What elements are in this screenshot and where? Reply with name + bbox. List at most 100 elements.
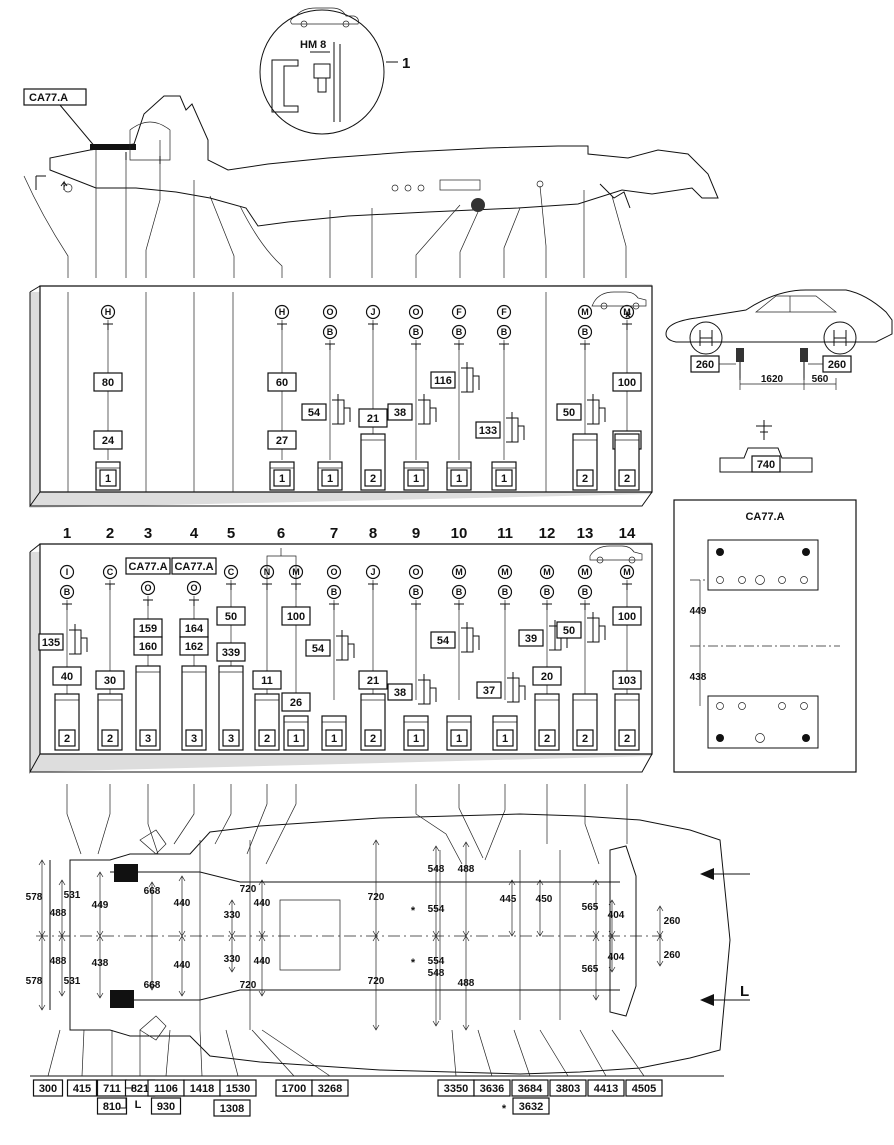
svg-text:I: I — [66, 567, 69, 577]
svg-text:54: 54 — [308, 407, 321, 419]
support-base: 2 — [572, 433, 598, 491]
support-base: 2 — [97, 693, 123, 751]
svg-text:CA77.A: CA77.A — [128, 561, 167, 573]
upper-value-box: 60 — [267, 372, 297, 392]
lower-value-box: 30 — [95, 670, 125, 690]
column-number: 2 — [106, 525, 114, 542]
svg-text:20: 20 — [541, 671, 553, 683]
svg-text:930: 930 — [157, 1101, 175, 1113]
frame-dim-value: 488 — [458, 864, 475, 875]
fixture-letter: B — [451, 584, 467, 600]
support-base: 1 — [492, 715, 518, 751]
side-bracket: 38 — [387, 674, 437, 705]
svg-text:B: B — [501, 327, 508, 337]
callout-detail-1: HM 8 1 — [259, 7, 410, 135]
axis-value: 3268 — [311, 1079, 349, 1097]
side-bracket: 133 — [475, 412, 525, 443]
frame-dim-value: 668 — [144, 886, 161, 897]
axis-value: 4505 — [625, 1079, 663, 1097]
svg-text:2: 2 — [64, 733, 70, 745]
svg-text:24: 24 — [102, 435, 115, 447]
svg-text:2: 2 — [624, 473, 630, 485]
fixture-letter: B — [408, 324, 424, 340]
lower-bench-panel: IB401352C302CA77.AO1591603CA77.AO1641623… — [29, 542, 653, 774]
support-base: 1 — [403, 715, 429, 751]
svg-text:162: 162 — [185, 641, 203, 653]
column-number: 12 — [539, 525, 556, 542]
support-base: 3 — [181, 665, 207, 751]
svg-text:2: 2 — [582, 733, 588, 745]
svg-text:1: 1 — [413, 473, 419, 485]
svg-text:F: F — [456, 307, 462, 317]
car-right-support: 260 — [828, 359, 846, 371]
svg-text:M: M — [623, 307, 631, 317]
svg-text:B: B — [331, 587, 338, 597]
side-bracket: 50 — [556, 394, 606, 425]
frame-dim-value: 531 — [64, 890, 81, 901]
svg-text:133: 133 — [479, 425, 497, 437]
column-number: 6 — [277, 525, 285, 542]
frame-dim-value: 449 — [92, 900, 109, 911]
side-bracket-label: 54 — [430, 631, 456, 649]
upper-panel-asterisk: * — [625, 309, 631, 326]
svg-text:B: B — [456, 587, 463, 597]
svg-text:C: C — [228, 567, 235, 577]
callout-tool-label: HM 8 — [300, 39, 326, 51]
svg-text:M: M — [501, 567, 509, 577]
fixture-letter: B — [322, 324, 338, 340]
column-number: 13 — [577, 525, 594, 542]
svg-text:810: 810 — [103, 1101, 121, 1113]
svg-text:1: 1 — [413, 733, 419, 745]
support-base: 3 — [218, 665, 244, 751]
svg-text:1: 1 — [327, 473, 333, 485]
ca77-dim-upper: 449 — [690, 606, 707, 617]
frame-dim-value: 330 — [224, 954, 241, 965]
side-bracket: 38 — [387, 394, 437, 425]
lower-value-box: 100 — [612, 606, 642, 626]
ca77-panel-title: CA77.A — [745, 511, 784, 523]
svg-text:3636: 3636 — [480, 1083, 504, 1095]
axis-value: 300 — [32, 1079, 64, 1097]
fixture-letter: I — [59, 564, 75, 580]
svg-text:2: 2 — [544, 733, 550, 745]
fixture-letter: O — [408, 564, 424, 580]
svg-text:2: 2 — [624, 733, 630, 745]
svg-text:100: 100 — [287, 611, 305, 623]
svg-text:54: 54 — [437, 635, 450, 647]
support-base: 1 — [317, 461, 343, 491]
axis-value: 1700 — [275, 1079, 313, 1097]
svg-text:B: B — [327, 327, 334, 337]
axis-value: 3350 — [437, 1079, 475, 1097]
lower-value-box: 26 — [281, 692, 311, 712]
upper-value-box: 80 — [93, 372, 123, 392]
svg-text:26: 26 — [290, 697, 302, 709]
svg-text:100: 100 — [618, 611, 636, 623]
car-dim-rear: 560 — [812, 374, 829, 385]
svg-text:38: 38 — [394, 407, 406, 419]
frame-dim-value: 330 — [224, 910, 241, 921]
svg-text:300: 300 — [39, 1083, 57, 1095]
svg-text:103: 103 — [618, 675, 636, 687]
frame-dim-value: 531 — [64, 976, 81, 987]
fixture-letter: M — [619, 564, 635, 580]
svg-text:1: 1 — [456, 733, 462, 745]
support-base: 2 — [54, 693, 80, 751]
frame-dim-value: 720 — [368, 892, 385, 903]
callout-number: 1 — [402, 55, 410, 72]
fixture-letter: B — [497, 584, 513, 600]
svg-text:1308: 1308 — [220, 1103, 244, 1115]
lower-value-box: 20 — [532, 666, 562, 686]
support-base: 1 — [321, 715, 347, 751]
svg-text:4413: 4413 — [594, 1083, 618, 1095]
lower-value-box: 103 — [612, 670, 642, 690]
frame-dim-value: 440 — [254, 956, 271, 967]
svg-text:135: 135 — [42, 637, 60, 649]
svg-text:C: C — [107, 567, 114, 577]
svg-text:60: 60 — [276, 377, 288, 389]
svg-text:H: H — [279, 307, 286, 317]
